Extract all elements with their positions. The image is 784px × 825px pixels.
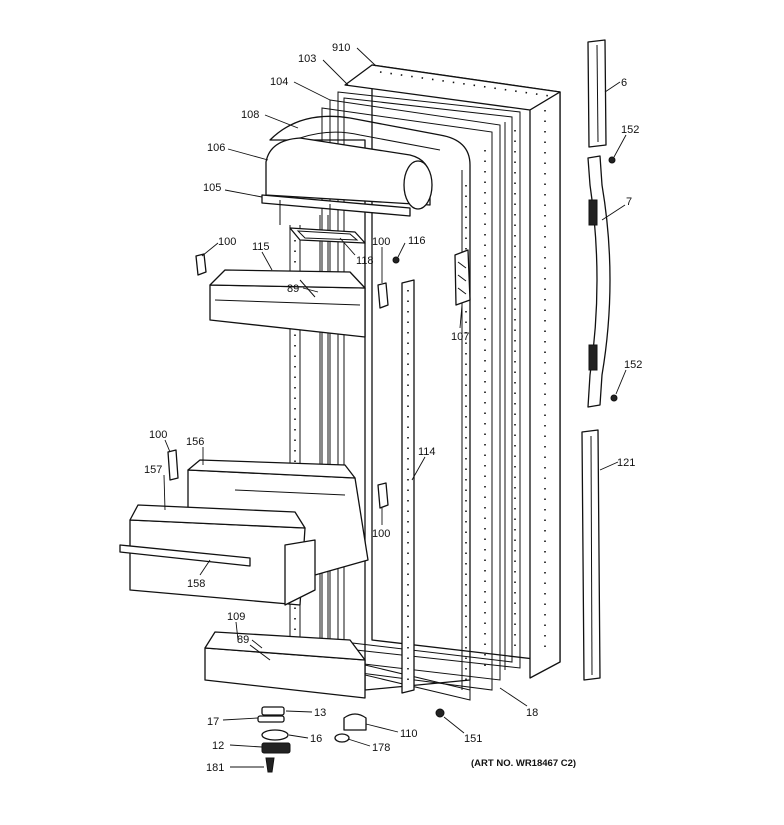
callout-157: 157 [144,464,162,476]
door-stop-110 [343,713,367,731]
callout-106: 106 [207,142,225,154]
callout-12: 12 [212,740,224,752]
callout-105: 105 [203,182,221,194]
screw-151 [435,708,445,718]
callout-152-a: 152 [621,124,639,136]
callout-6: 6 [621,77,627,89]
callout-13: 13 [314,707,326,719]
callout-181: 181 [206,762,224,774]
callout-labels: 910 103 104 108 106 105 100 115 89 118 1… [144,42,642,774]
callout-114: 114 [418,446,436,458]
callout-100-c: 100 [149,429,167,441]
hinge-part-17 [257,715,285,723]
callout-16: 16 [310,733,322,745]
shelf-bracket-right-upper [377,282,389,309]
callout-103: 103 [298,53,316,65]
hinge-part-16 [261,729,289,741]
leader-lines [163,47,627,768]
callout-118: 118 [356,255,374,267]
callout-100-b: 100 [372,236,390,248]
bottom-door-bin [204,631,366,699]
callout-17: 17 [207,716,219,728]
dairy-compartment [261,131,441,225]
callout-152-b: 152 [624,359,642,371]
hinge-bushing-12 [261,742,291,754]
callout-115: 115 [252,241,270,253]
callout-156: 156 [186,436,204,448]
handle-screw-lower [610,394,618,402]
deli-drawer [119,504,316,606]
handle-trim-bottom [581,429,601,681]
callout-910: 910 [332,42,350,54]
hinge-screw-181 [265,757,275,773]
door-cam [454,249,471,306]
callout-107: 107 [451,331,469,343]
door-screw-116 [392,256,400,264]
handle-screw-upper [608,156,616,164]
callout-104: 104 [270,76,288,88]
hinge-part-13 [261,706,285,716]
door-handle [587,155,611,408]
art-number: (ART NO. WR18467 C2) [471,758,576,769]
callout-116: 116 [408,235,426,247]
callout-100-d: 100 [372,528,390,540]
callout-89-b: 89 [237,634,249,646]
callout-178: 178 [372,742,390,754]
handle-trim-top [587,39,607,148]
callout-109: 109 [227,611,245,623]
callout-121: 121 [617,457,635,469]
callout-151: 151 [464,733,482,745]
callout-18: 18 [526,707,538,719]
callout-110: 110 [400,728,418,740]
shelf-bracket-left-upper [195,253,207,276]
upper-door-bin [209,269,366,338]
callout-158: 158 [187,578,205,590]
dairy-tray [289,227,366,244]
callout-100-a: 100 [218,236,236,248]
callout-7: 7 [626,196,632,208]
door-gasket [337,91,521,670]
breaker-strip [401,279,415,694]
shelf-bracket-left-lower [167,449,179,481]
door-stop-178 [334,733,350,743]
callout-108: 108 [241,109,259,121]
callout-89-a: 89 [287,283,299,295]
shelf-bracket-right-lower [377,482,389,509]
